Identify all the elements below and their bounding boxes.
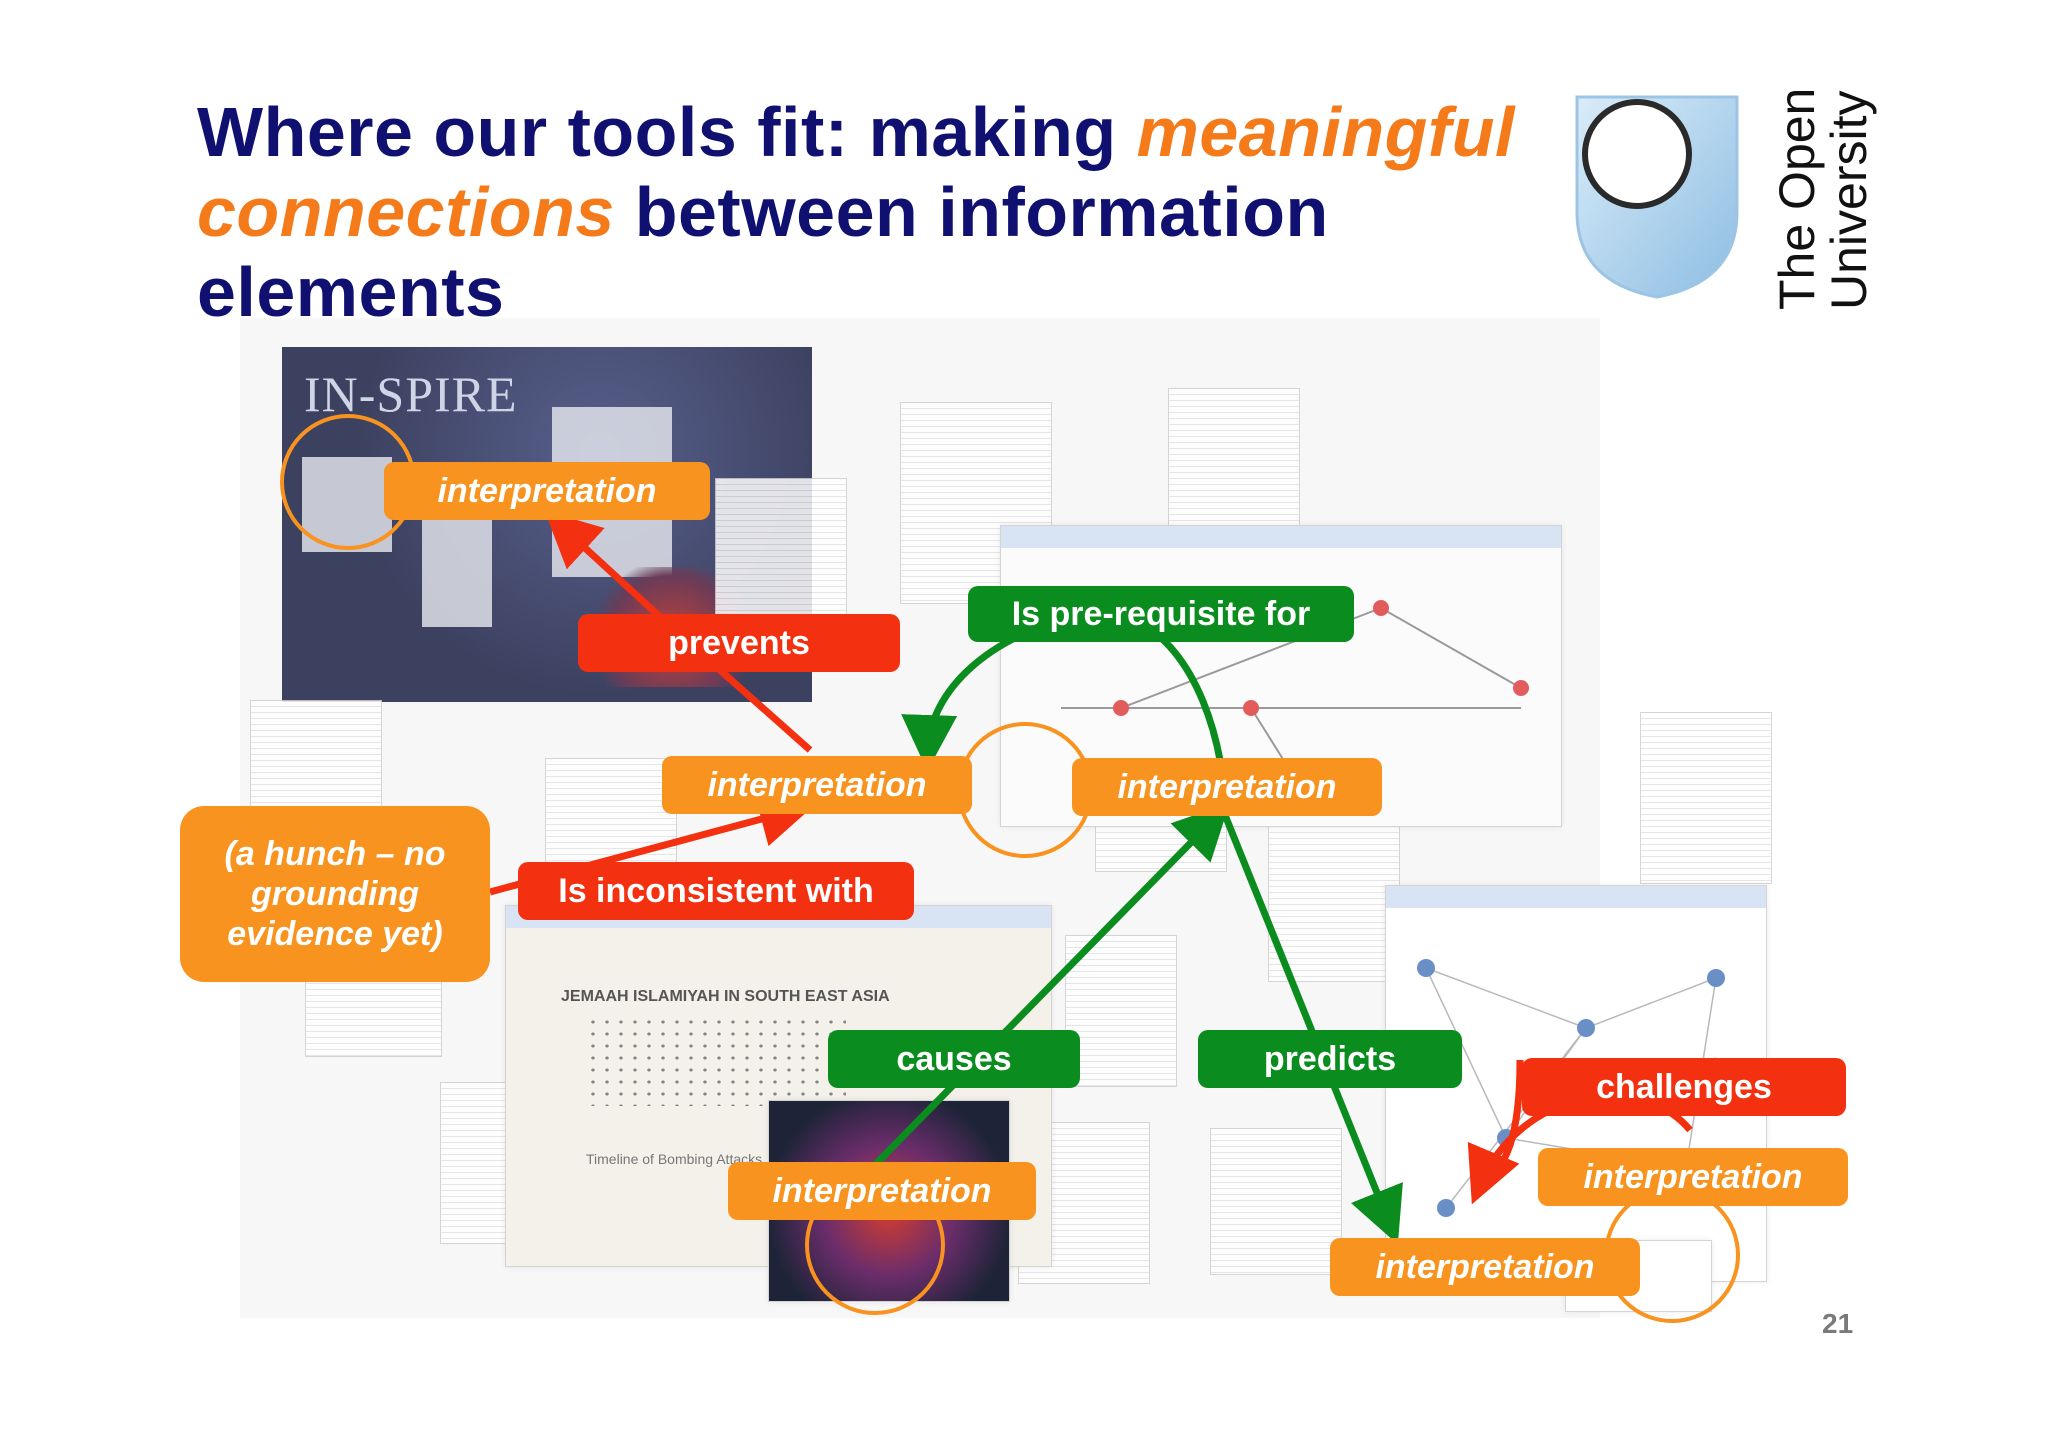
predicts-arrow (1221, 813, 1403, 1245)
link-inconsistent[interactable]: Is inconsistent with (518, 862, 914, 920)
node-interpretation-bottom[interactable]: interpretation (728, 1162, 1036, 1220)
title-emphasis-meaningful: meaningful (1136, 93, 1515, 171)
title-emphasis-connections: connections (197, 173, 615, 251)
document-thumbnail (1640, 712, 1772, 884)
document-thumbnail (1268, 820, 1400, 982)
node-interpretation-right[interactable]: interpretation (1072, 758, 1382, 816)
node-interpretation-center[interactable]: interpretation (662, 756, 972, 814)
link-predicts[interactable]: predicts (1198, 1030, 1462, 1088)
document-thumbnail (715, 478, 847, 620)
inspire-title: IN-SPIRE (304, 366, 518, 422)
map-caption: JEMAAH ISLAMIYAH IN SOUTH EAST ASIA (561, 988, 890, 1005)
causes-arrow (867, 803, 1230, 1173)
link-challenges[interactable]: challenges (1522, 1058, 1846, 1116)
open-university-shield-icon (1575, 95, 1739, 299)
node-interpretation-bottom-right-lower[interactable]: interpretation (1330, 1238, 1640, 1296)
node-interpretation-bottom-right-upper[interactable]: interpretation (1538, 1148, 1848, 1206)
timeline-caption: Timeline of Bombing Attacks (586, 1151, 763, 1167)
title-part1: Where our tools fit: making (197, 93, 1137, 171)
node-hunch[interactable]: (a hunch – no grounding evidence yet) (180, 806, 490, 982)
link-causes[interactable]: causes (828, 1030, 1080, 1088)
link-prevents[interactable]: prevents (578, 614, 900, 672)
page-number: 21 (1822, 1308, 1854, 1339)
link-prerequisite[interactable]: Is pre-requisite for (968, 586, 1354, 642)
document-thumbnail (1065, 935, 1177, 1087)
document-thumbnail (1210, 1128, 1342, 1275)
node-interpretation-top[interactable]: interpretation (384, 462, 710, 520)
